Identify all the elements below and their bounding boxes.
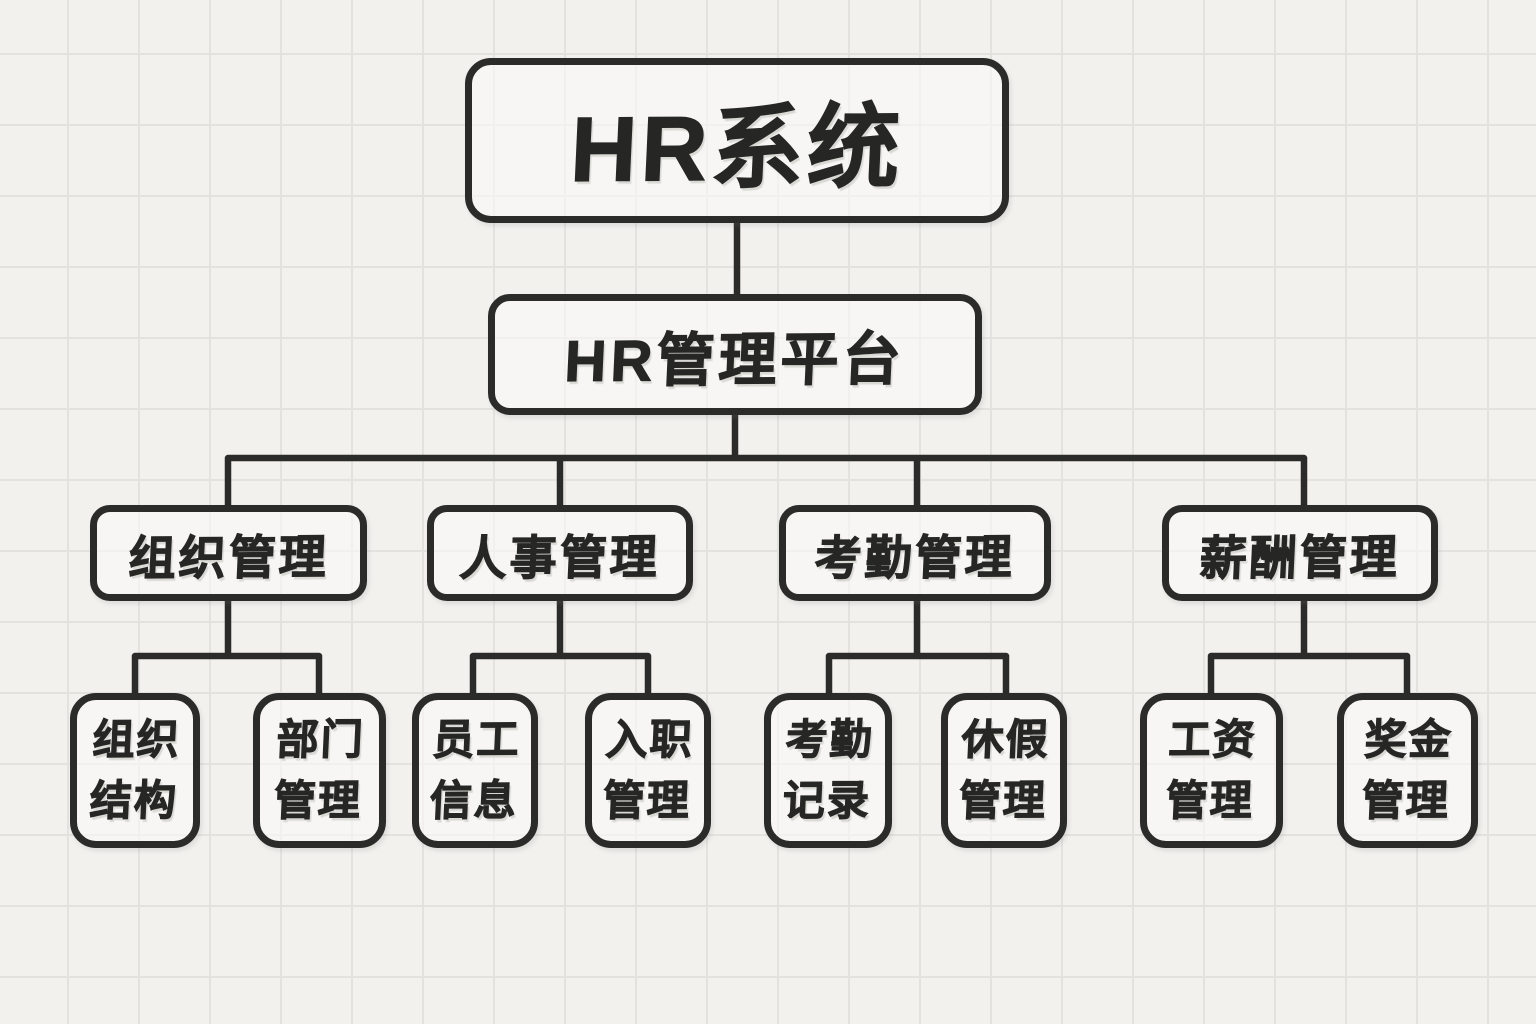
node-org-structure: 组织结构 xyxy=(70,693,200,848)
node-salary-mgmt: 工资管理 xyxy=(1140,693,1283,848)
node-leave-mgmt: 休假管理 xyxy=(941,693,1067,848)
edge-org-children-bus xyxy=(131,652,323,697)
edge-attendance-children-bus xyxy=(825,652,1010,697)
node-compensation-mgmt-label: 薪酬管理 xyxy=(1198,529,1402,585)
node-salary-mgmt-label: 工资管理 xyxy=(1165,715,1259,825)
edge-main-bus xyxy=(224,454,1308,509)
node-bonus-mgmt: 奖金管理 xyxy=(1337,693,1478,848)
node-hr-platform: HR管理平台 xyxy=(488,294,982,415)
node-org-mgmt-label: 组织管理 xyxy=(127,529,330,585)
node-hr-system: HR系统 xyxy=(465,58,1009,223)
node-org-mgmt: 组织管理 xyxy=(90,505,367,601)
node-attendance-mgmt: 考勤管理 xyxy=(779,505,1051,601)
node-dept-mgmt-label: 部门管理 xyxy=(273,715,367,825)
node-attendance-records-label: 考勤记录 xyxy=(781,715,875,825)
node-personnel-mgmt: 人事管理 xyxy=(427,505,693,601)
node-attendance-mgmt-label: 考勤管理 xyxy=(813,529,1017,585)
node-bonus-mgmt-label: 奖金管理 xyxy=(1361,715,1455,825)
node-dept-mgmt: 部门管理 xyxy=(253,693,386,848)
node-onboarding-mgmt: 入职管理 xyxy=(585,693,711,848)
node-hr-system-label: HR系统 xyxy=(567,96,906,202)
node-org-structure-label: 组织结构 xyxy=(88,715,182,825)
node-leave-mgmt-label: 休假管理 xyxy=(957,715,1051,825)
node-employee-info: 员工信息 xyxy=(412,693,538,848)
edge-personnel-children-bus xyxy=(469,652,652,697)
node-onboarding-mgmt-label: 入职管理 xyxy=(601,715,695,825)
node-compensation-mgmt: 薪酬管理 xyxy=(1162,505,1438,601)
node-hr-platform-label: HR管理平台 xyxy=(563,326,907,394)
node-attendance-records: 考勤记录 xyxy=(764,693,892,848)
node-employee-info-label: 员工信息 xyxy=(428,715,522,825)
node-personnel-mgmt-label: 人事管理 xyxy=(458,529,662,585)
edge-compensation-children-bus xyxy=(1207,652,1411,697)
